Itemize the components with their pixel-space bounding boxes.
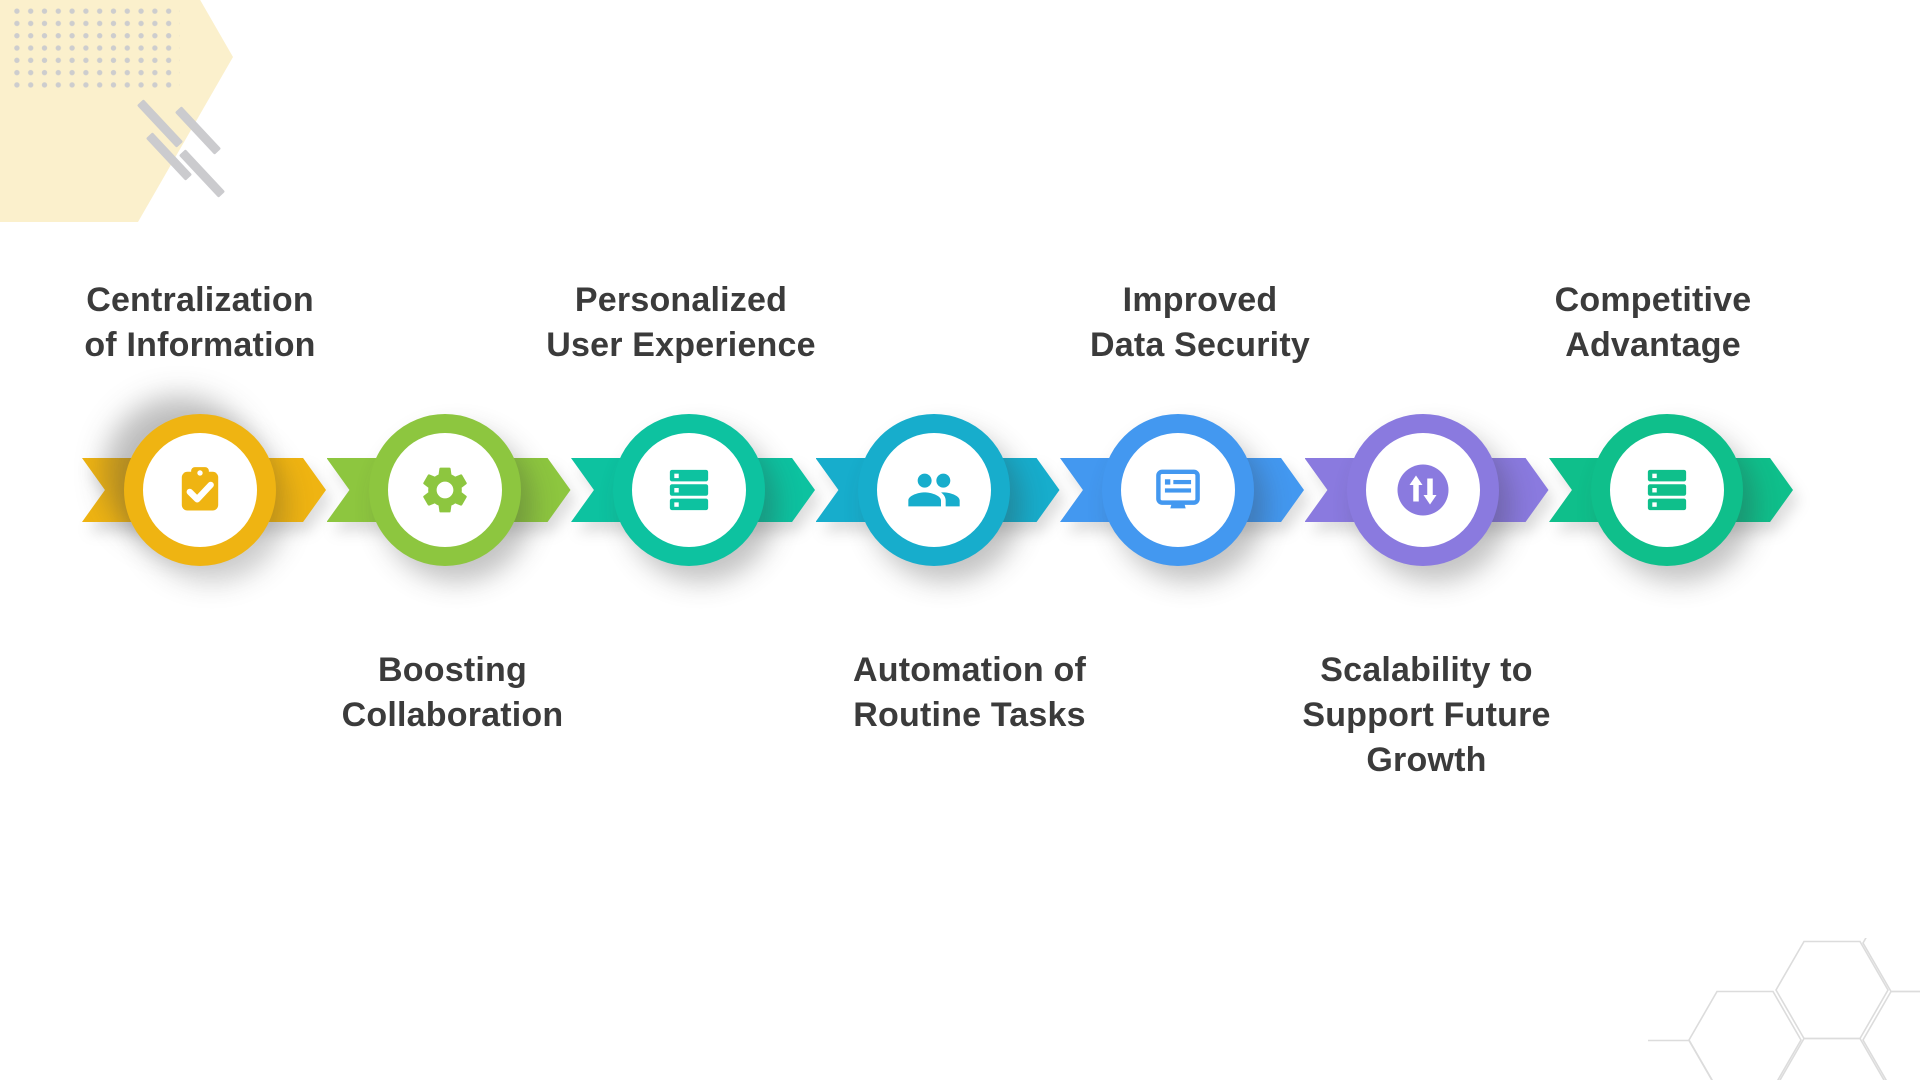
step-3-label: Personalized User Experience (546, 281, 816, 364)
step-1-circle (124, 414, 276, 566)
step-6-circle (1346, 414, 1499, 566)
step-5-label: Improved Data Security (1090, 281, 1310, 364)
step-1-label: Centralization of Information (84, 281, 316, 364)
server-list-icon (1639, 462, 1695, 518)
honeycomb-decoration (1648, 938, 1920, 1080)
step-4-label: Automation of Routine Tasks (853, 651, 1086, 734)
gear-icon (417, 462, 473, 518)
data-transfer-icon (1393, 460, 1453, 520)
clipboard-check-icon (172, 462, 228, 518)
step-7-label: Competitive Advantage (1554, 281, 1752, 364)
dot-grid-decoration (10, 5, 180, 89)
monitor-form-icon (1150, 462, 1206, 518)
step-7-circle (1591, 414, 1743, 566)
step-4-circle (857, 414, 1010, 566)
people-icon (906, 462, 962, 518)
step-2-circle (368, 414, 521, 566)
step-2-label: Boosting Collaboration (341, 651, 564, 734)
step-6-label: Scalability to Support Future Growth (1302, 651, 1551, 779)
step-3-circle (613, 414, 765, 566)
step-5-circle (1102, 414, 1254, 566)
server-list-icon (661, 462, 717, 518)
